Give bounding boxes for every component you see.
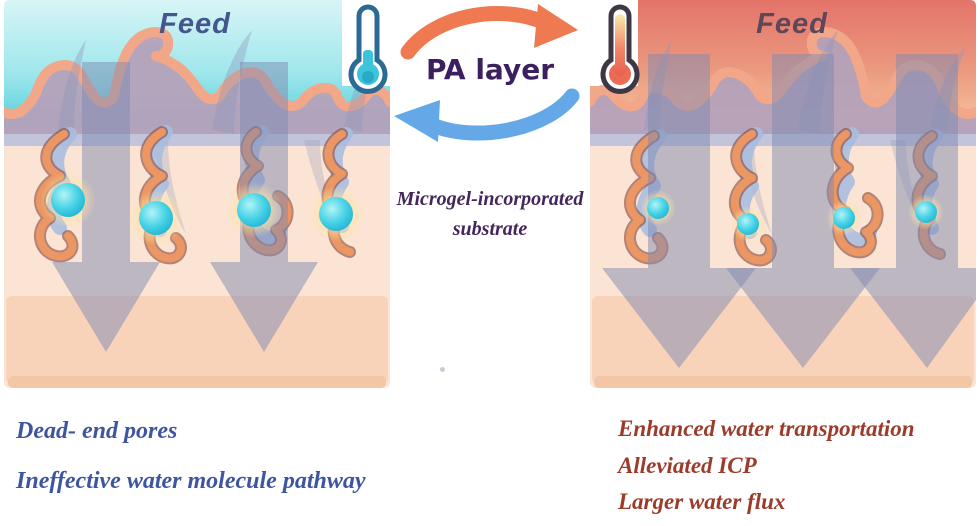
- hot-thermometer-icon: [603, 7, 637, 91]
- left-feed-label: Feed: [159, 8, 231, 40]
- cold-cycle-arrow-icon: [394, 88, 580, 142]
- left-caption-dead-end-pores: Dead- end pores: [16, 418, 178, 444]
- right-caption-alleviated-icp: Alleviated ICP: [618, 453, 757, 478]
- substrate-label-line2: substrate: [452, 218, 528, 240]
- cold-thermometer-icon: [351, 7, 385, 91]
- pa-layer-label: PA layer: [425, 53, 555, 86]
- hot-cycle-arrow-icon: [400, 4, 578, 60]
- right-feed-label: Feed: [756, 8, 828, 40]
- substrate-label-line1: Microgel-incorporated: [396, 188, 584, 210]
- right-caption-larger-flux: Larger water flux: [618, 489, 786, 514]
- right-membrane-panel: [590, 0, 976, 388]
- left-caption-ineffective-pathway: Ineffective water molecule pathway: [16, 468, 366, 494]
- pa-layer-cycle: [394, 4, 580, 142]
- substrate-label: Microgel-incorporated substrate: [362, 184, 618, 244]
- left-membrane-panel: [4, 0, 390, 388]
- stray-mark: [440, 367, 445, 372]
- right-caption-enhanced-transport: Enhanced water transportation: [618, 416, 915, 441]
